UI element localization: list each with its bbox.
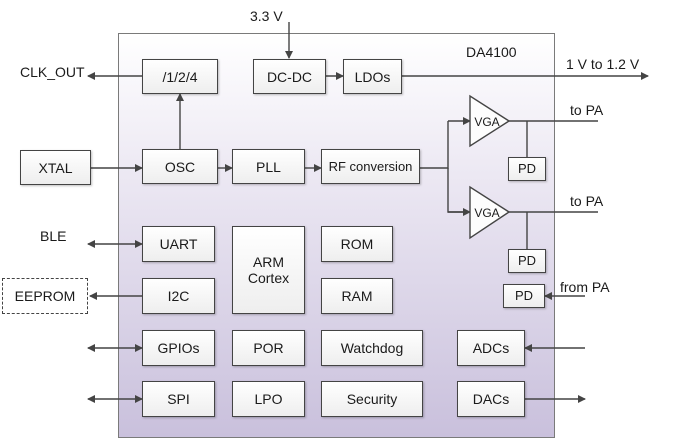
lpo-block: LPO — [232, 381, 305, 417]
gpios-block: GPIOs — [142, 330, 215, 366]
pd-block-3: PD — [503, 284, 545, 308]
to-pa-label-1: to PA — [570, 102, 604, 118]
chip-name: DA4100 — [466, 44, 517, 60]
por-block: POR — [232, 330, 305, 366]
arm-cortex-block: ARM Cortex — [232, 226, 305, 314]
spi-block: SPI — [142, 381, 215, 417]
pll-block: PLL — [232, 149, 305, 184]
supply-voltage-label: 3.3 V — [250, 8, 283, 24]
xtal-block: XTAL — [20, 150, 91, 185]
ram-block: RAM — [321, 278, 393, 314]
ldos-block: LDOs — [343, 59, 402, 94]
from-pa-label: from PA — [560, 279, 610, 295]
output-voltage-label: 1 V to 1.2 V — [566, 56, 640, 72]
osc-block: OSC — [142, 149, 218, 184]
dacs-block: DACs — [457, 381, 525, 417]
i2c-block: I2C — [142, 278, 215, 314]
rf-conversion-block: RF conversion — [321, 149, 420, 184]
cortex-label: Cortex — [247, 270, 290, 286]
pd-block-2: PD — [508, 249, 546, 273]
to-pa-label-2: to PA — [570, 193, 604, 209]
ble-label: BLE — [40, 228, 67, 244]
arm-label: ARM — [252, 254, 285, 270]
pd-block-1: PD — [508, 157, 546, 181]
clk-out-label: CLK_OUT — [20, 64, 85, 80]
clock-divider-block: /1/2/4 — [142, 59, 218, 94]
watchdog-block: Watchdog — [321, 330, 423, 366]
adcs-block: ADCs — [457, 330, 525, 366]
security-block: Security — [321, 381, 423, 417]
uart-block: UART — [142, 226, 215, 262]
rom-block: ROM — [321, 226, 393, 262]
eeprom-block: EEPROM — [2, 278, 88, 314]
dc-dc-block: DC-DC — [253, 59, 326, 94]
